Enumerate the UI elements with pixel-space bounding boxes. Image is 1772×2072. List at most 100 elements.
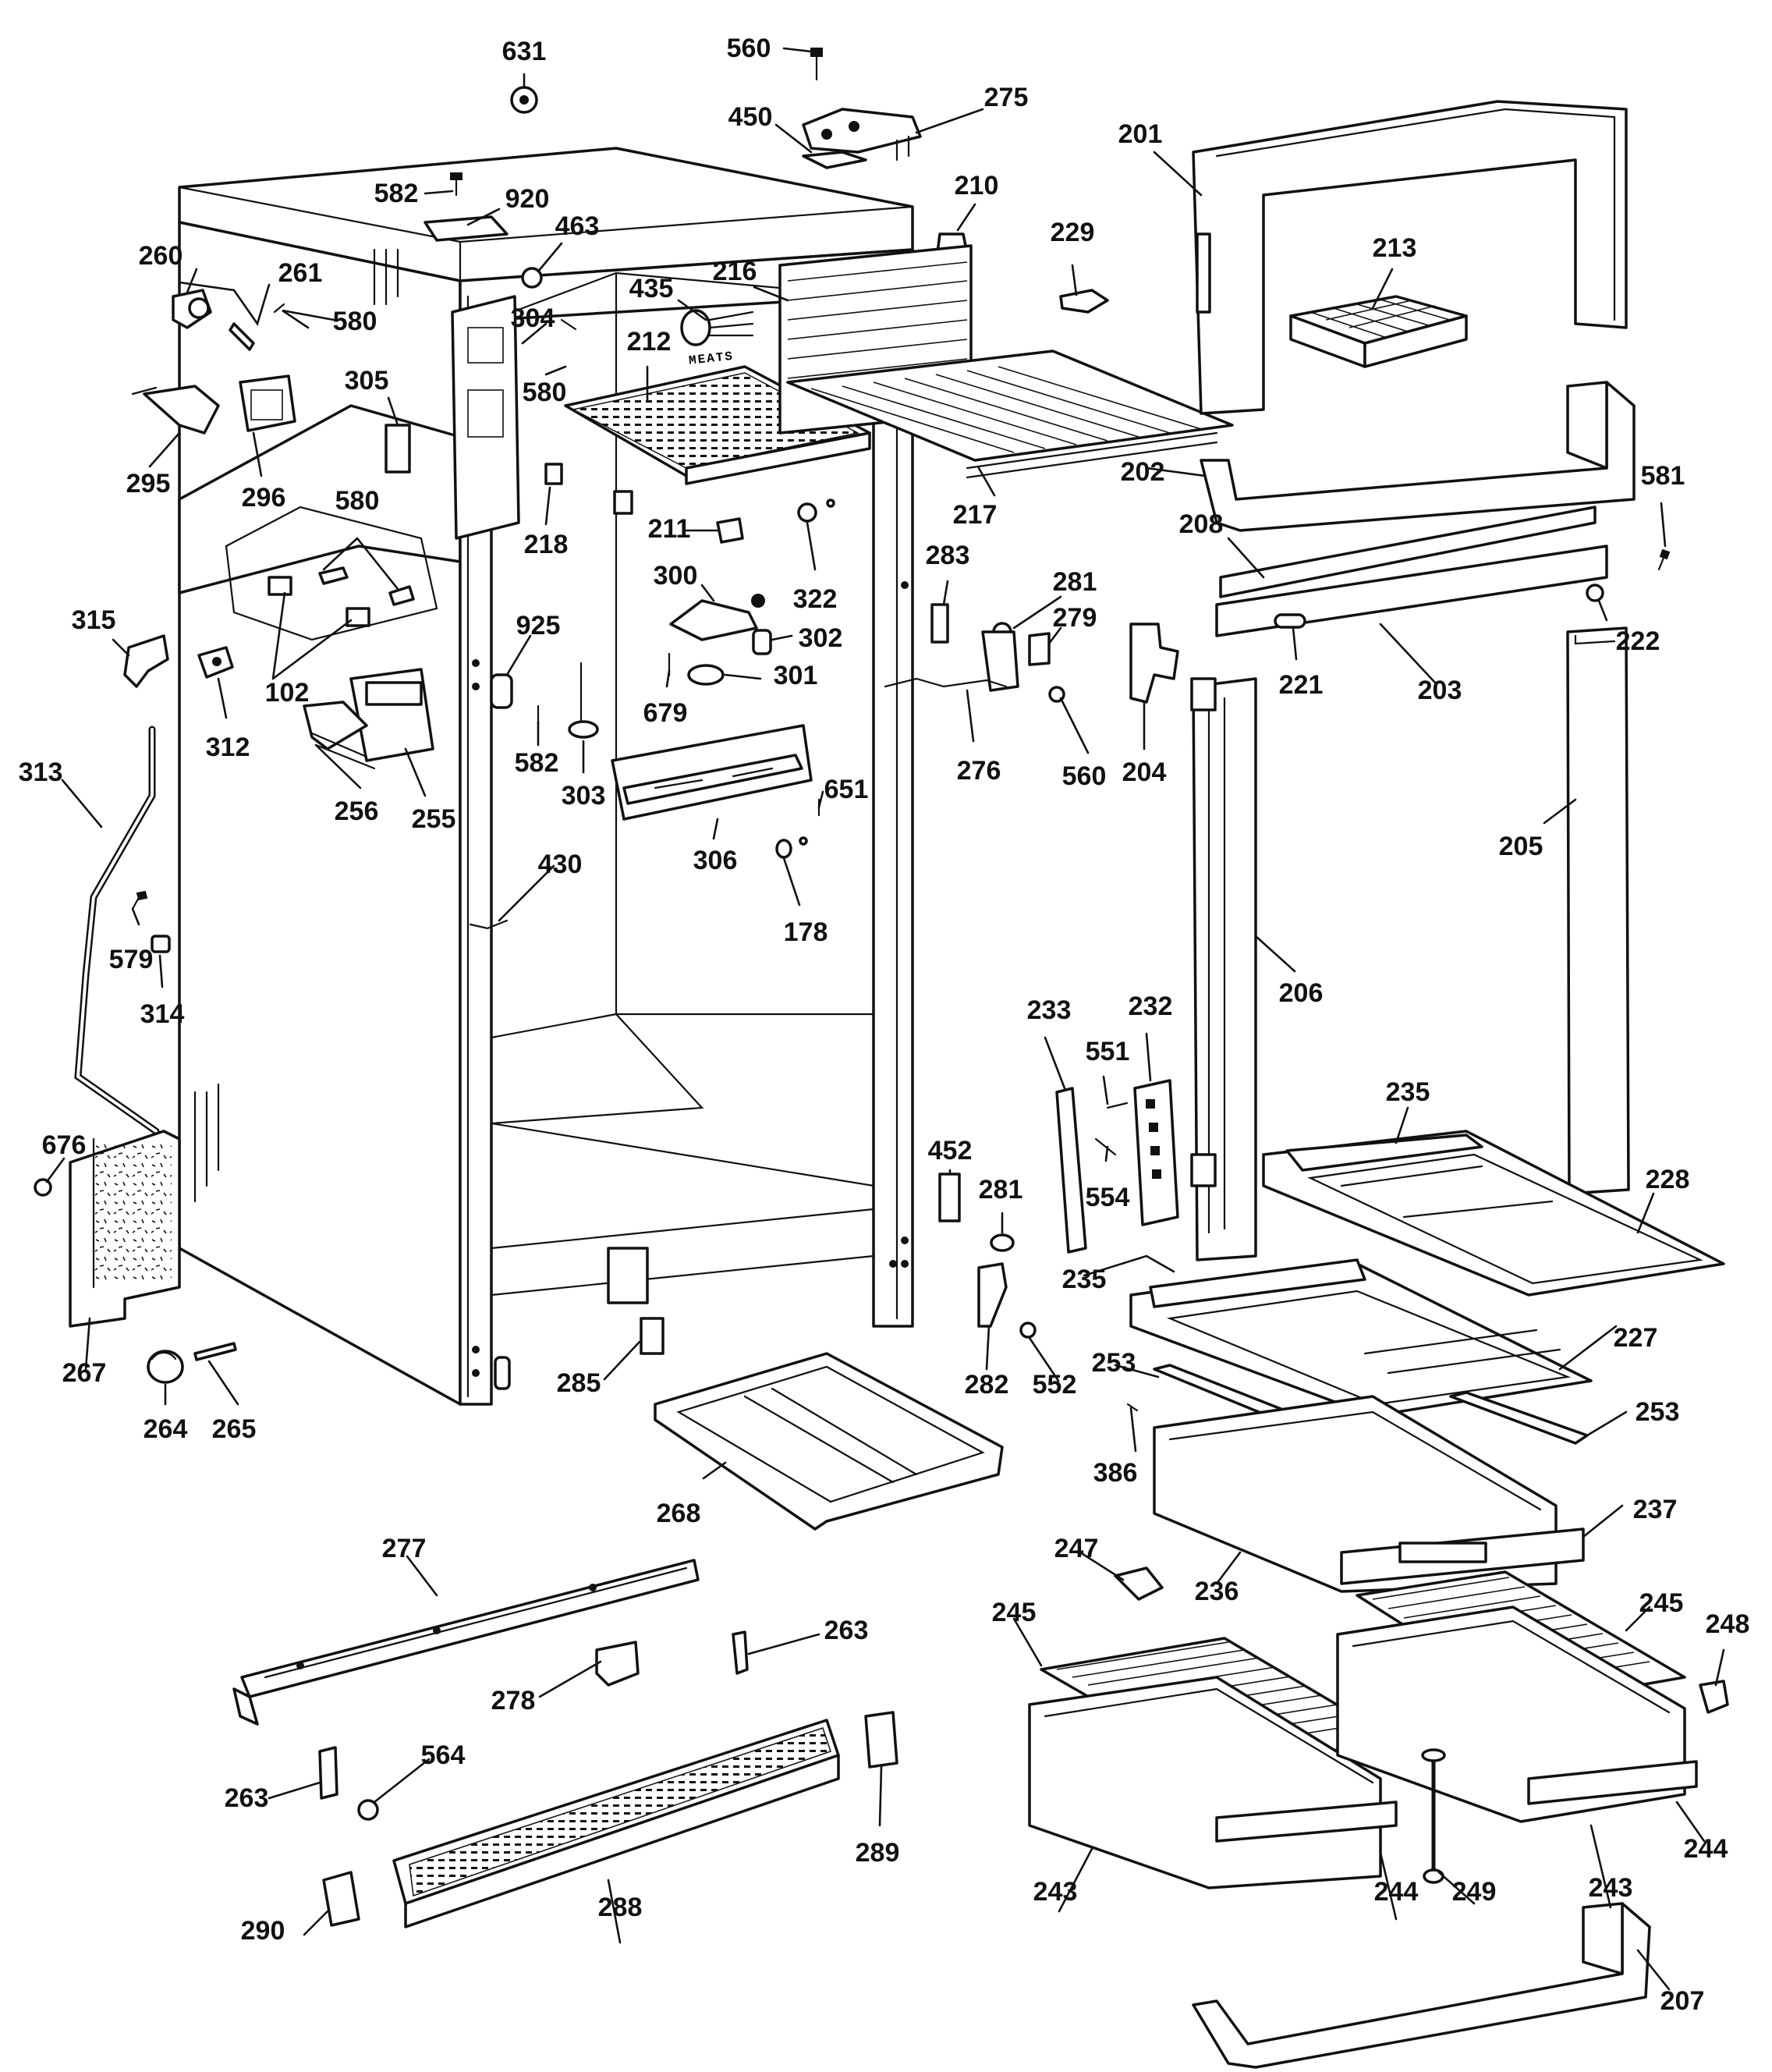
part-label: 312 [205, 733, 250, 762]
part-label: 554 [1085, 1183, 1130, 1212]
part-label: 211 [647, 514, 691, 544]
part-label: 204 [1122, 757, 1167, 787]
part-label: 253 [1635, 1397, 1680, 1427]
part-label: 282 [964, 1370, 1009, 1400]
part-label: 232 [1128, 992, 1173, 1021]
part-label: 277 [381, 1534, 427, 1563]
part-label: 580 [522, 378, 567, 407]
part-label: 925 [516, 611, 561, 640]
part-label: 560 [726, 34, 771, 63]
part-label: 263 [824, 1616, 869, 1645]
part-label: 322 [792, 584, 838, 614]
part-label: 229 [1050, 218, 1095, 247]
bottom-parts [232, 1352, 1004, 1928]
part-label: 247 [1054, 1534, 1099, 1563]
part-label: 296 [241, 483, 286, 513]
part-label: 435 [629, 274, 674, 303]
part-label: 210 [954, 171, 999, 200]
part-label: 452 [927, 1136, 973, 1166]
part-label: 275 [983, 83, 1029, 112]
part-label: 290 [240, 1916, 285, 1946]
crisper-assembly: MEATS [688, 349, 1729, 2069]
part-label: 301 [773, 661, 818, 690]
part-label: 302 [798, 623, 843, 653]
part-label: 227 [1613, 1323, 1658, 1353]
part-label: 263 [224, 1783, 269, 1813]
part-label: 244 [1683, 1834, 1728, 1864]
leader-lines [45, 47, 1725, 1991]
door-rails [1190, 626, 1630, 1261]
part-label: 201 [1118, 119, 1163, 149]
part-label: 212 [626, 327, 672, 357]
freezer-door [1192, 100, 1671, 637]
part-label: 178 [783, 917, 828, 947]
part-label: 265 [211, 1414, 257, 1444]
part-label: 268 [656, 1499, 701, 1528]
part-label: 314 [140, 999, 185, 1029]
part-label: 281 [978, 1175, 1023, 1205]
part-label: 206 [1278, 978, 1324, 1008]
part-label: 245 [1639, 1588, 1684, 1618]
part-label: 207 [1660, 1986, 1705, 2016]
part-label: 249 [1451, 1877, 1497, 1907]
part-label: 233 [1026, 995, 1072, 1025]
part-label: 205 [1498, 832, 1543, 861]
part-label: 278 [491, 1686, 536, 1715]
part-label: 264 [143, 1414, 188, 1444]
part-label: 306 [693, 846, 738, 875]
part-label: 304 [510, 303, 555, 333]
part-label: 243 [1588, 1873, 1633, 1903]
part-label: 300 [653, 561, 698, 591]
interior-parts [385, 244, 1234, 930]
part-label: 679 [643, 698, 688, 728]
part-label: 579 [108, 945, 154, 974]
part-label: 235 [1385, 1077, 1430, 1107]
part-label: 216 [712, 257, 757, 286]
part-label: 228 [1645, 1165, 1690, 1194]
part-label: 245 [991, 1598, 1037, 1627]
part-label: 260 [138, 241, 183, 271]
part-label: 218 [523, 530, 569, 559]
part-label: 430 [537, 850, 583, 879]
part-label: 552 [1032, 1370, 1077, 1400]
part-label: 631 [501, 37, 547, 66]
part-label: 222 [1615, 626, 1660, 656]
part-label: 920 [505, 184, 550, 214]
cabinet [178, 147, 914, 1406]
part-label: 581 [1640, 461, 1685, 491]
part-label: 386 [1093, 1458, 1138, 1488]
part-label: 288 [597, 1893, 643, 1922]
part-label: 243 [1033, 1877, 1078, 1907]
part-label: 221 [1278, 670, 1324, 700]
part-label: 256 [334, 797, 379, 826]
part-label: 237 [1632, 1495, 1678, 1524]
part-label: 564 [420, 1740, 466, 1770]
part-label: 102 [264, 678, 310, 708]
part-label: 208 [1178, 509, 1224, 539]
part-label: 551 [1085, 1037, 1130, 1066]
part-label: 560 [1061, 761, 1107, 791]
left-hardware [34, 289, 438, 1384]
part-label: 305 [344, 366, 389, 396]
part-label: 450 [728, 102, 773, 132]
part-label: 253 [1091, 1348, 1136, 1378]
part-label: 236 [1194, 1577, 1239, 1606]
part-label: 202 [1120, 457, 1165, 487]
part-label: 235 [1061, 1265, 1107, 1294]
part-label: 651 [824, 775, 869, 804]
part-label: 248 [1705, 1609, 1750, 1639]
part-label: 283 [925, 541, 970, 570]
part-label: 315 [71, 605, 116, 635]
part-label: 213 [1372, 233, 1417, 263]
part-label: 303 [561, 781, 606, 811]
part-label: 463 [555, 211, 600, 241]
part-label: 285 [556, 1368, 601, 1398]
part-label: 255 [411, 804, 456, 834]
part-label: 281 [1052, 567, 1097, 597]
part-label: 261 [278, 258, 323, 288]
part-label: 203 [1417, 676, 1462, 705]
part-label: 580 [335, 486, 380, 516]
part-label: 267 [62, 1358, 107, 1388]
part-label: 244 [1373, 1877, 1419, 1907]
